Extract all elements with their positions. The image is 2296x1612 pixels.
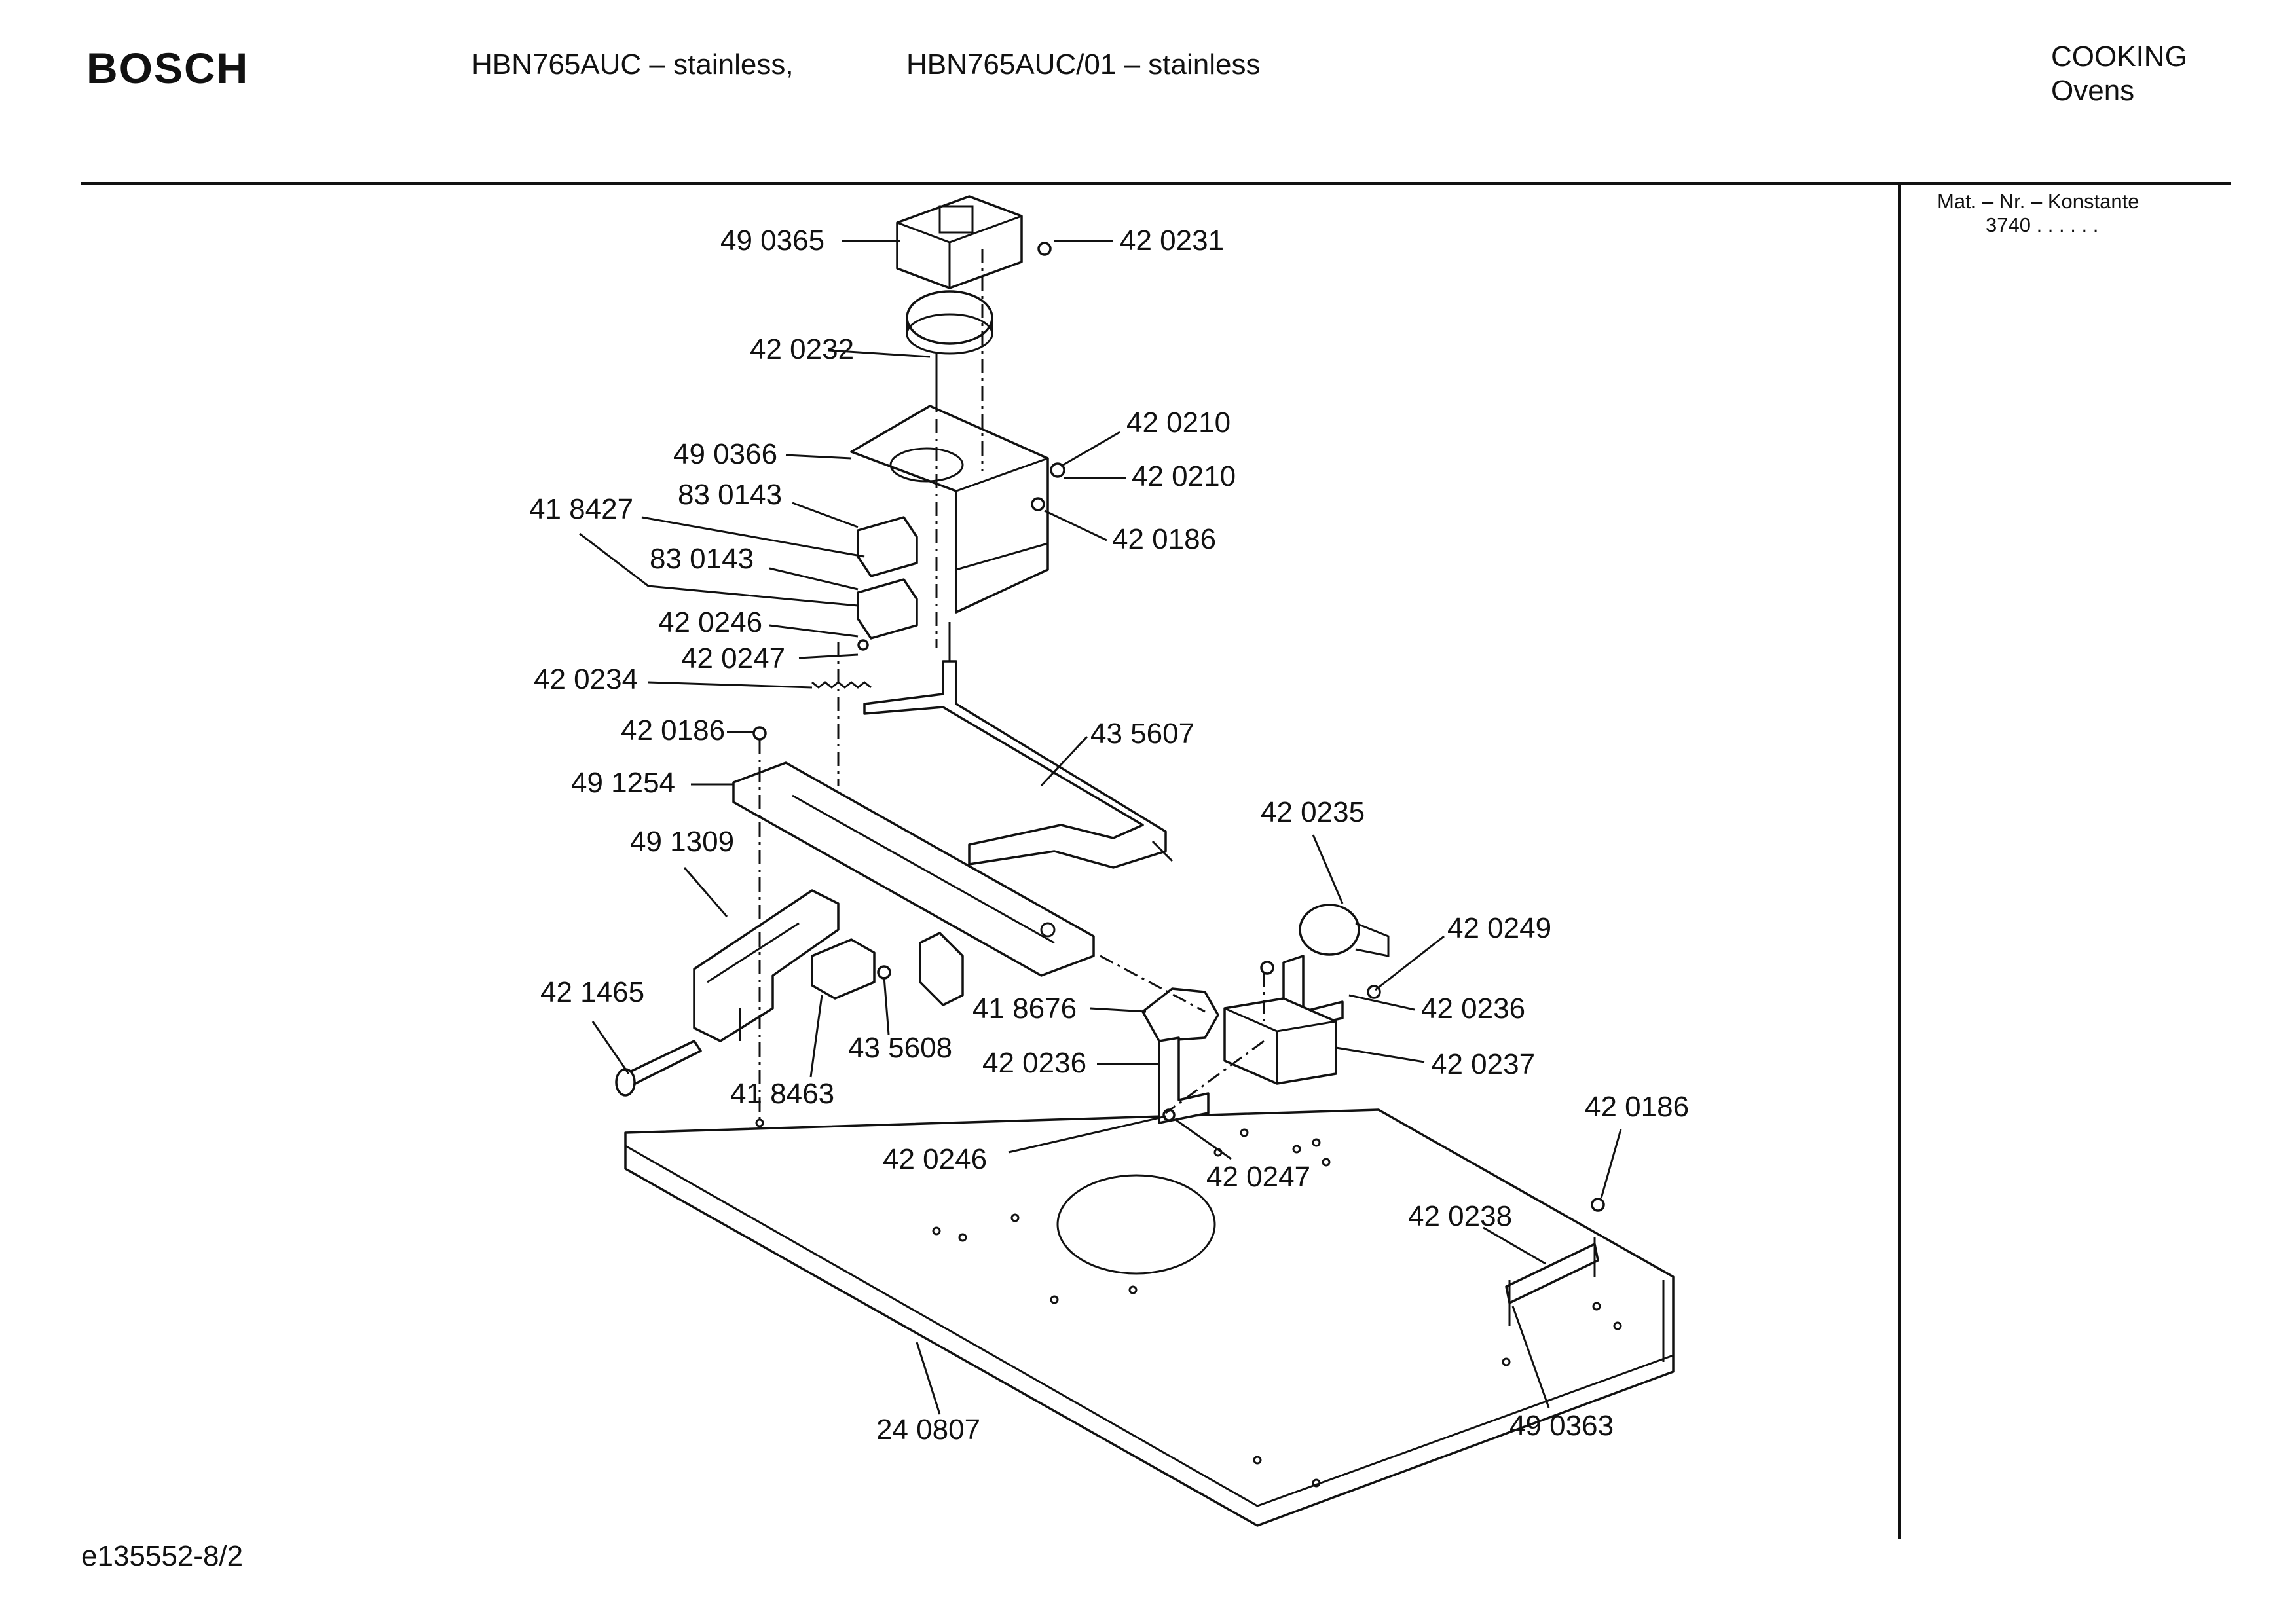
label-41-8463: 41 8463 bbox=[730, 1078, 834, 1110]
microswitch-lower bbox=[857, 578, 918, 640]
label-49-0366: 49 0366 bbox=[673, 438, 777, 470]
microswitch-upper bbox=[857, 516, 918, 577]
label-49-0365: 49 0365 bbox=[720, 225, 824, 257]
model-primary: HBN765AUC – stainless, bbox=[472, 48, 794, 81]
door-latch bbox=[693, 889, 840, 1042]
screw-42-0231 bbox=[1037, 242, 1052, 256]
label-43-5608: 43 5608 bbox=[848, 1032, 952, 1064]
label-42-0231: 42 0231 bbox=[1120, 225, 1224, 257]
leader-lines bbox=[579, 240, 1622, 1415]
brand-logo: BOSCH bbox=[86, 44, 250, 92]
label-42-0236-b: 42 0236 bbox=[982, 1047, 1086, 1079]
part-numbers: 49 0365 42 0231 42 0232 42 0210 42 0210 … bbox=[529, 225, 1689, 1446]
side-panel-divider bbox=[1898, 183, 1901, 1539]
label-42-0186-c: 42 0186 bbox=[1585, 1091, 1689, 1123]
mat-number-label: Mat. – Nr. – Konstante bbox=[1937, 190, 2139, 213]
header-divider bbox=[81, 182, 2231, 185]
label-42-0236-a: 42 0236 bbox=[1421, 993, 1525, 1025]
label-42-0210-b: 42 0210 bbox=[1132, 460, 1236, 492]
label-42-0246-a: 42 0246 bbox=[658, 606, 762, 638]
category-label: COOKING bbox=[2051, 41, 2187, 73]
thermostat-42-0235 bbox=[1299, 904, 1360, 956]
label-42-0247-b: 42 0247 bbox=[1206, 1161, 1310, 1193]
label-49-1254: 49 1254 bbox=[571, 767, 675, 799]
switch-housing bbox=[850, 405, 1049, 614]
label-42-0210-a: 42 0210 bbox=[1126, 407, 1231, 439]
label-42-0235: 42 0235 bbox=[1261, 796, 1365, 828]
timer-motor bbox=[896, 195, 1023, 289]
screw-42-0186-upper bbox=[752, 726, 767, 741]
label-83-0143-b: 83 0143 bbox=[650, 543, 754, 575]
label-42-0232: 42 0232 bbox=[750, 333, 854, 365]
base-plate bbox=[624, 1108, 1675, 1527]
label-42-0238: 42 0238 bbox=[1408, 1200, 1512, 1232]
subcategory-label: Ovens bbox=[2051, 75, 2135, 107]
mat-number-value: 3740 . . . . . . bbox=[1986, 213, 2099, 236]
label-83-0143-a: 83 0143 bbox=[678, 479, 782, 511]
lever-arm bbox=[863, 660, 1167, 869]
label-41-8676: 41 8676 bbox=[972, 993, 1077, 1025]
label-43-5607: 43 5607 bbox=[1090, 718, 1194, 750]
switch-bracket bbox=[919, 932, 964, 1006]
bracket-49-0363 bbox=[1505, 1243, 1599, 1304]
label-42-0249: 42 0249 bbox=[1447, 912, 1551, 944]
label-42-0247-a: 42 0247 bbox=[681, 642, 785, 674]
label-42-0234: 42 0234 bbox=[534, 663, 638, 695]
door-microswitch bbox=[811, 938, 876, 1000]
slide-plate bbox=[732, 761, 1095, 977]
document-id: e135552-8/2 bbox=[81, 1540, 244, 1572]
screw-42-0186-right bbox=[1591, 1198, 1605, 1212]
label-24-0807: 24 0807 bbox=[876, 1414, 980, 1446]
label-49-1309: 49 1309 bbox=[630, 826, 734, 858]
washer-42-0210 bbox=[1050, 462, 1065, 478]
label-42-0246-b: 42 0246 bbox=[883, 1143, 987, 1175]
spring bbox=[811, 681, 872, 689]
label-49-0363: 49 0363 bbox=[1509, 1410, 1614, 1442]
label-42-1465: 42 1465 bbox=[540, 976, 644, 1008]
clip-lower bbox=[1158, 1036, 1210, 1124]
part-outlines bbox=[615, 195, 1675, 1527]
label-42-0186-a: 42 0186 bbox=[1112, 523, 1216, 555]
label-42-0186-b: 42 0186 bbox=[621, 714, 725, 746]
model-secondary: HBN765AUC/01 – stainless bbox=[906, 48, 1261, 81]
label-41-8427: 41 8427 bbox=[529, 493, 633, 525]
timer-knob bbox=[906, 290, 993, 345]
base-plate-cutout bbox=[1056, 1174, 1216, 1275]
axis-lines bbox=[758, 249, 1265, 1120]
label-42-0237: 42 0237 bbox=[1431, 1048, 1535, 1080]
thermostat-41-8676 bbox=[1141, 987, 1219, 1042]
